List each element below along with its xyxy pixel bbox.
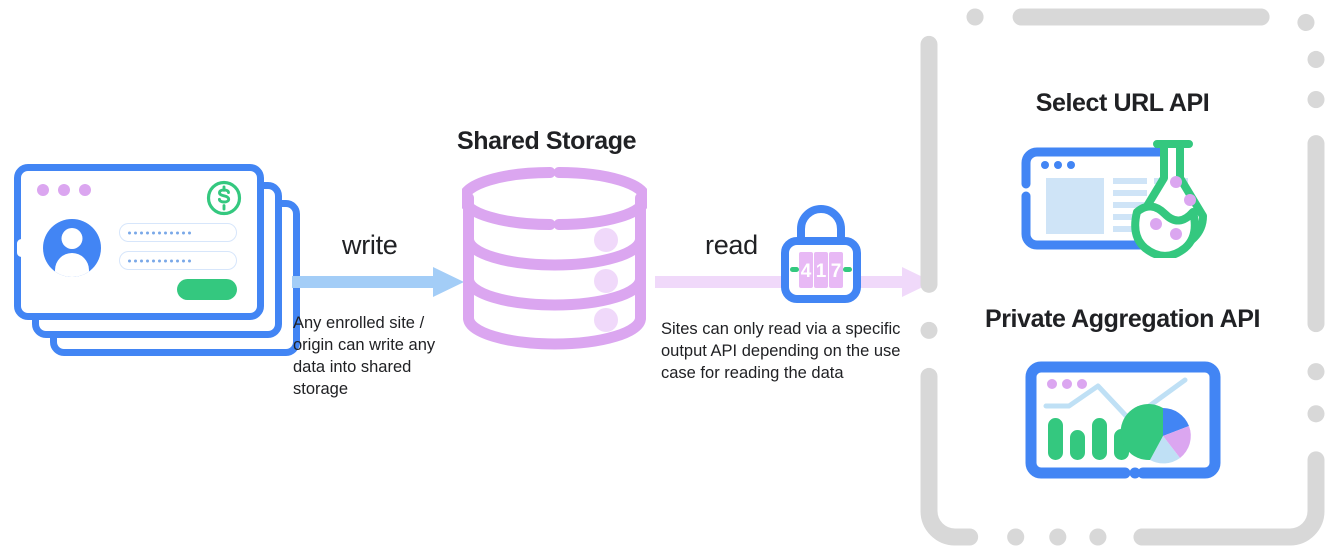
browser-window-front xyxy=(14,164,264,320)
window-left-notch xyxy=(17,239,26,257)
password-dots xyxy=(128,259,191,262)
avatar-body xyxy=(55,253,89,277)
write-label: write xyxy=(342,230,398,260)
write-right-arrow-icon xyxy=(292,266,464,303)
password-dots xyxy=(128,231,191,234)
dashed-panel-border xyxy=(920,8,1325,546)
password-field-1[interactable] xyxy=(119,223,237,242)
read-label: read xyxy=(705,230,758,260)
lock-digit-2: 1 xyxy=(816,261,827,282)
user-avatar-icon xyxy=(43,219,101,277)
shared-storage-title: Shared Storage xyxy=(457,127,637,155)
window-dot xyxy=(79,184,91,196)
stacked-browser-windows xyxy=(14,164,304,358)
combination-lock-icon: 4 1 7 xyxy=(777,203,865,308)
output-apis-panel: Select URL API xyxy=(920,8,1325,546)
database-cylinder-icon xyxy=(458,163,651,358)
dollar-circle-icon xyxy=(205,179,243,217)
avatar-head xyxy=(61,228,83,249)
lock-digit-3: 7 xyxy=(831,261,842,282)
browser-charts-icon xyxy=(1025,360,1221,487)
window-dot xyxy=(58,184,70,196)
write-caption: Any enrolled site / origin can write any… xyxy=(293,314,436,398)
window-dot xyxy=(37,184,49,196)
browser-flask-icon xyxy=(1016,138,1231,263)
private-aggregation-api-title: Private Aggregation API xyxy=(984,305,1261,333)
read-caption: Sites can only read via a specific outpu… xyxy=(661,320,901,382)
window-traffic-dots xyxy=(37,184,91,196)
lock-digit-1: 4 xyxy=(801,261,812,282)
password-field-2[interactable] xyxy=(119,251,237,270)
select-url-api-title: Select URL API xyxy=(1035,89,1210,117)
submit-button[interactable] xyxy=(177,279,237,300)
